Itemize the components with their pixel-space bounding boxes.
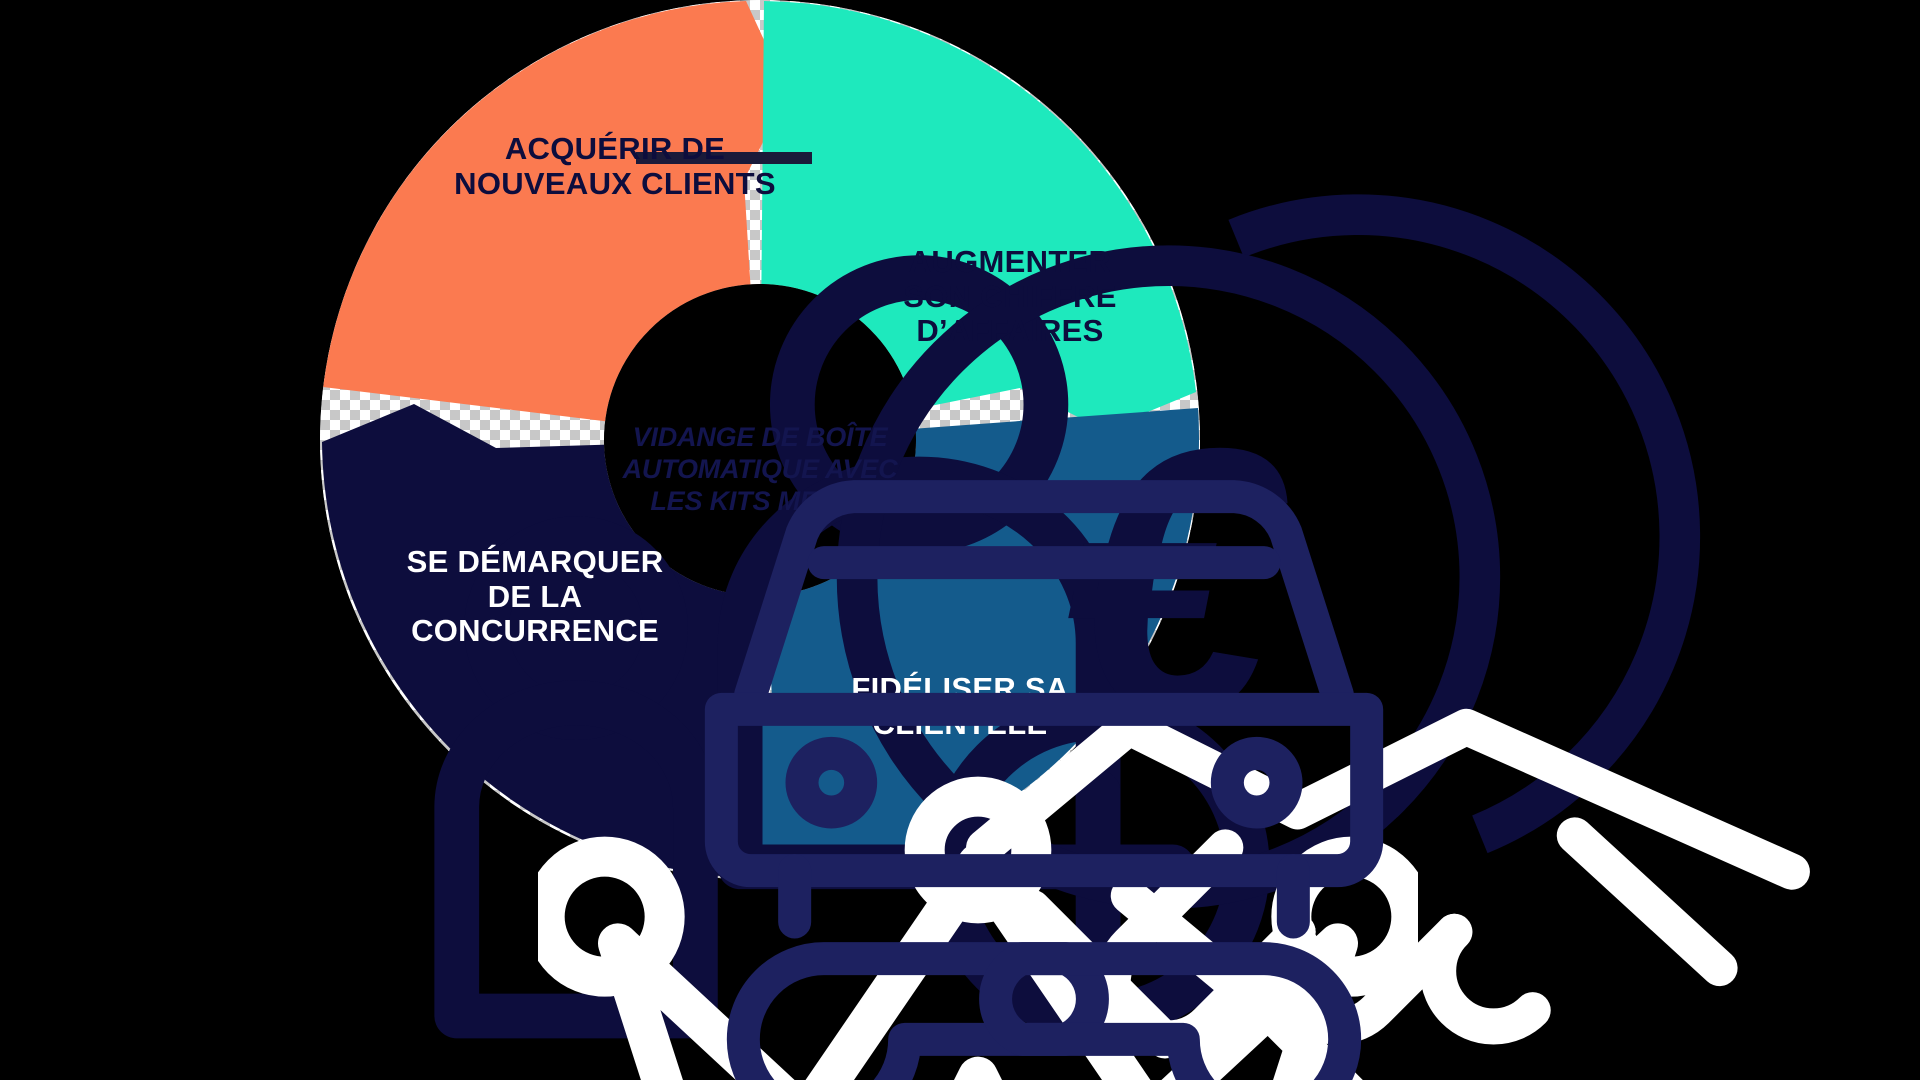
cycle-wheel: € <box>320 0 1810 1080</box>
hub-accent-bar <box>636 152 812 164</box>
car-wrench-icon <box>700 298 1384 1080</box>
center-hub: VIDANGE DE BOÎTE AUTOMATIQUE AVEC LES KI… <box>604 284 1384 1080</box>
